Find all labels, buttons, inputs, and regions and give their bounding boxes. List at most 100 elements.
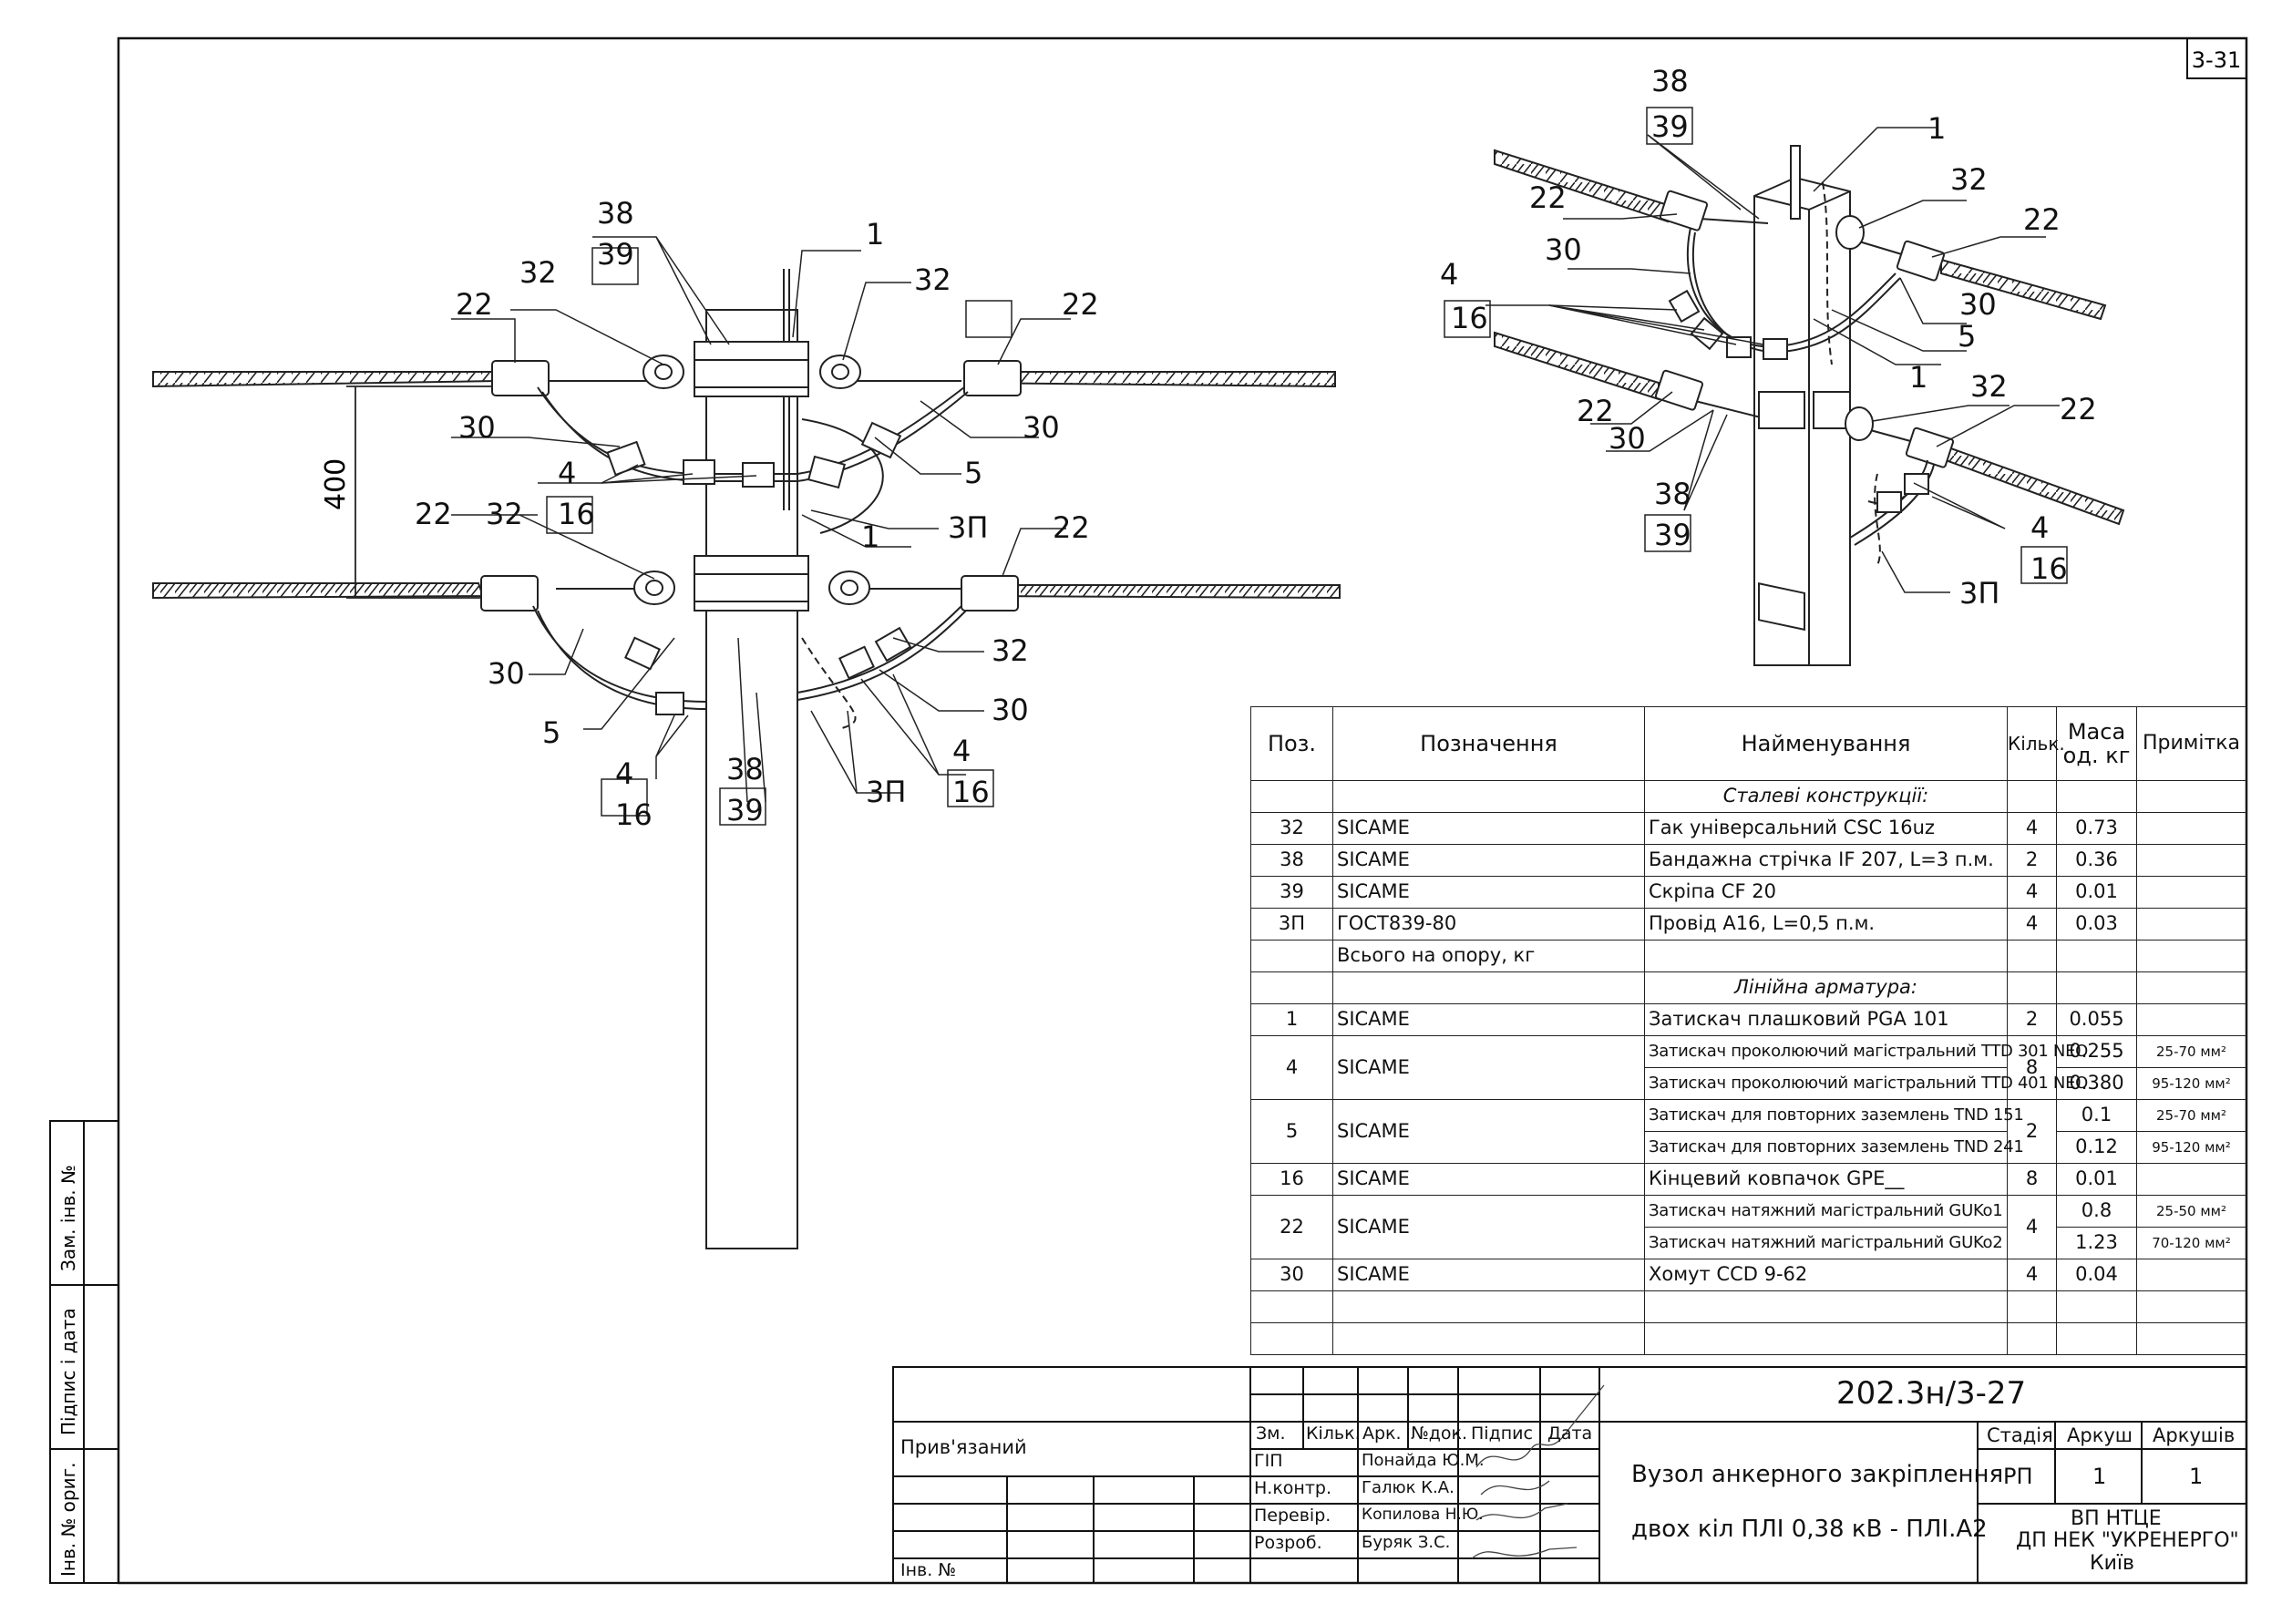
name-gip: Понайда Ю.М. [1362, 1451, 1485, 1470]
tb-col-sign: Підпис [1471, 1424, 1533, 1444]
col-note: Примітка [2136, 706, 2246, 781]
callout: 38 [1654, 477, 1691, 511]
callout: 1 [866, 217, 884, 252]
cell-pos: 4 [1250, 1035, 1333, 1100]
table-row: 3П ГОСТ839-80 Провід А16, L=0,5 п.м. 4 0… [1250, 908, 2246, 940]
cell-qty: 4 [2007, 876, 2057, 909]
callout: 30 [488, 656, 525, 691]
cell-note [2136, 908, 2246, 940]
cell-note [2136, 1003, 2246, 1036]
table-row: 30 SICAME Хомут CCD 9-62 4 0.04 [1250, 1259, 2246, 1291]
callout: 16 [952, 775, 990, 809]
cell-name: Провід А16, L=0,5 п.м. [1644, 908, 2008, 940]
cell-mass: 0.01 [2056, 1163, 2137, 1196]
callout: 16 [2030, 551, 2068, 586]
cell-note [2136, 812, 2246, 845]
callout: 16 [558, 497, 595, 531]
cell-mass: 0.055 [2056, 1003, 2137, 1036]
cell-name: Кінцевий ковпачок GPE__ [1644, 1163, 2008, 1196]
cell-des: SICAME [1332, 812, 1645, 845]
title-line-2: двох кіл ПЛІ 0,38 кВ - ПЛІ.А2 [1631, 1516, 1988, 1543]
cell-des: SICAME [1332, 1035, 1645, 1100]
callout: 22 [1062, 287, 1099, 322]
stage-value: РП [2003, 1464, 2033, 1489]
iso-callout-boxes [1444, 107, 2068, 584]
callout: 38 [726, 752, 764, 786]
side-stamp-sign-date: Підпис і дата [57, 1308, 79, 1435]
stage-label: Стадія [1987, 1424, 2053, 1446]
iso-hardware [1654, 190, 1955, 632]
org-line-1: ВП НТЦЕ [2071, 1507, 2162, 1530]
piercing-clamps [606, 421, 912, 715]
callout: 4 [2030, 510, 2049, 545]
cell-mass: 0.03 [2056, 908, 2137, 940]
col-mass: Маса од. кг [2056, 706, 2137, 781]
cell-des: SICAME [1332, 1259, 1645, 1291]
section-line: Лінійна арматура: [1644, 971, 2008, 1004]
callout: 32 [486, 497, 523, 531]
iso-leaders [1485, 127, 2060, 593]
cell-pos: 30 [1250, 1259, 1333, 1291]
cell-pos: 16 [1250, 1163, 1333, 1196]
cell-note: 25-70 мм² [2136, 1035, 2246, 1068]
specification-table: Поз. Позначення Найменування Кільк. Маса… [1250, 706, 2246, 1355]
callout: 22 [415, 497, 452, 531]
callout: 38 [597, 196, 634, 231]
attached-label: Прив'язаний [900, 1436, 1027, 1458]
callout: 30 [1545, 232, 1582, 267]
callout: 30 [458, 410, 496, 445]
cell-note: 25-50 мм² [2136, 1195, 2246, 1228]
callout: 4 [615, 756, 633, 791]
tb-col-date: Дата [1547, 1424, 1593, 1444]
callout: 39 [726, 793, 764, 827]
cell-pos: 32 [1250, 812, 1333, 845]
table-row: 22 SICAME Затискач натяжний магістральни… [1250, 1195, 2246, 1259]
name-perevir: Копилова Н.Ю. [1362, 1506, 1484, 1524]
sheets-label: Аркушів [2153, 1424, 2236, 1446]
cell-qty: 4 [2007, 1195, 2057, 1259]
cell-des: SICAME [1332, 1003, 1645, 1036]
callout: 32 [1970, 369, 2008, 404]
callout: 3П [948, 510, 988, 545]
title-line-1: Вузол анкерного закріплення [1631, 1461, 2004, 1488]
callout: 4 [558, 456, 576, 490]
cell-qty: 2 [2007, 1003, 2057, 1036]
cell-note [2136, 1259, 2246, 1291]
cell-name: Затискач проколюючий магістральний TTD 4… [1644, 1067, 2088, 1100]
callout: 1 [861, 519, 879, 554]
cell-mass: 0.8 [2056, 1195, 2137, 1228]
callout: 39 [1651, 109, 1689, 144]
cell-pos: 5 [1250, 1099, 1333, 1164]
tb-col-zm: Зм. [1256, 1424, 1286, 1444]
col-pos: Поз. [1250, 706, 1333, 781]
role-rozrob: Розроб. [1254, 1533, 1322, 1553]
col-qty: Кільк. [2007, 706, 2065, 781]
table-row: 5 SICAME Затискач для повторних заземлен… [1250, 1099, 2246, 1164]
cell-des: SICAME [1332, 844, 1645, 877]
cell-note: 25-70 мм² [2136, 1099, 2246, 1132]
name-nkontr: Галюк К.А. [1362, 1478, 1455, 1497]
side-stamp-inv-orig: Інв. № ориг. [57, 1463, 79, 1577]
cell-note [2136, 1163, 2246, 1196]
total-row: Всього на опору, кг [1250, 940, 2246, 972]
cell-qty: 4 [2007, 1259, 2057, 1291]
org-line-2: ДП НЕК "УКРЕНЕРГО" [2016, 1529, 2239, 1552]
cell-des: SICAME [1332, 1195, 1645, 1259]
title-block-frame [892, 1366, 2247, 1584]
callout: 3П [866, 775, 906, 809]
empty-row [1250, 1322, 2246, 1355]
callout: 16 [1451, 301, 1488, 335]
callout: 30 [1609, 421, 1646, 456]
front-leaders [451, 236, 1071, 803]
cell-pos: 38 [1250, 844, 1333, 877]
table-row: 38 SICAME Бандажна стрічка IF 207, L=3 п… [1250, 844, 2246, 877]
cell-mass: 0.04 [2056, 1259, 2137, 1291]
callout: 39 [1654, 518, 1691, 552]
sheet-label: Аркуш [2067, 1424, 2133, 1446]
cell-note: 95-120 мм² [2136, 1067, 2246, 1100]
cell-name: Затискач проколюючий магістральний TTD 3… [1644, 1035, 2088, 1068]
cell-qty: 2 [2007, 844, 2057, 877]
table-row: 4 SICAME Затискач проколюючий магістраль… [1250, 1035, 2246, 1100]
front-callouts: 38 39 1 32 32 22 22 30 30 4 16 5 3П 1 22… [415, 196, 1099, 832]
